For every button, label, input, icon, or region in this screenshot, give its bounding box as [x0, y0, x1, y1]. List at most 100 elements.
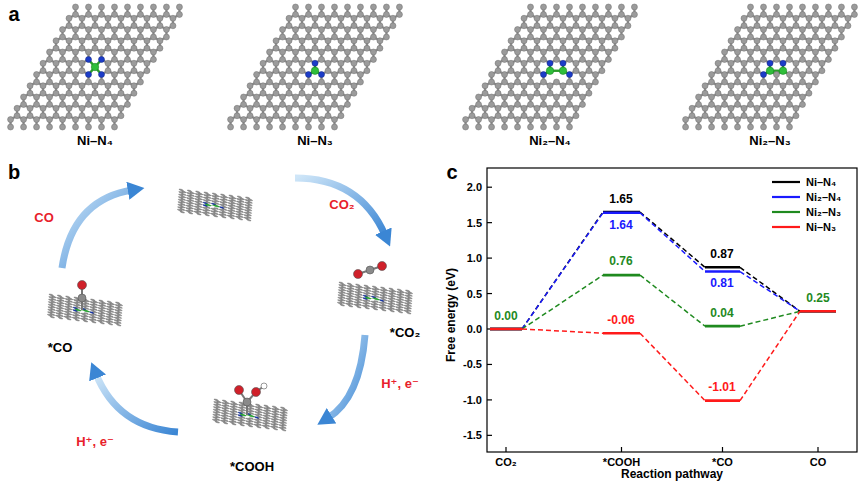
carbon-atom: [73, 12, 79, 18]
carbon-atom: [521, 105, 527, 111]
carbon-atom: [170, 15, 176, 21]
carbon-atom: [331, 49, 337, 55]
carbon-atom: [612, 38, 618, 44]
carbon-atom: [528, 27, 534, 33]
carbon-atom: [508, 60, 514, 66]
carbon-atom: [502, 124, 508, 130]
carbon-atom: [748, 94, 754, 100]
carbon-atom: [502, 49, 508, 55]
carbon-atom: [47, 124, 53, 130]
carbon-atom: [728, 45, 734, 51]
carbon-atom: [780, 90, 786, 96]
carbon-atom: [92, 15, 98, 21]
carbon-atom: [34, 124, 40, 130]
carbon-atom: [528, 117, 534, 123]
carbon-atom: [73, 124, 79, 130]
carbon-atom: [566, 124, 572, 130]
carbon-atom: [761, 27, 767, 33]
carbon-atom: [241, 124, 247, 130]
carbon-atom: [838, 34, 844, 40]
carbon-atom: [377, 45, 383, 51]
carbon-atom: [825, 12, 831, 18]
carbon-atom: [528, 124, 534, 130]
carbon-atom: [553, 57, 559, 63]
carbon-atom: [502, 57, 508, 63]
nitrogen-atom: [761, 72, 767, 78]
carbon-atom: [560, 23, 566, 29]
carbon-atom: [73, 79, 79, 85]
carbon-atom: [773, 102, 779, 108]
carbon-atom: [351, 83, 357, 89]
carbon-atom: [825, 49, 831, 55]
carbon-atom: [586, 45, 592, 51]
carbon-atom: [735, 49, 741, 55]
carbon-atom: [592, 57, 598, 63]
carbon-atom: [60, 72, 66, 78]
carbon-atom: [344, 49, 350, 55]
carbon-atom: [86, 34, 92, 40]
carbon-atom: [573, 83, 579, 89]
carbon-atom: [541, 4, 547, 10]
carbon-atom: [592, 27, 598, 33]
carbon-atom: [722, 117, 728, 123]
carbon-atom: [819, 68, 825, 74]
carbon-atom: [786, 12, 792, 18]
carbon-atom: [489, 124, 495, 130]
graphene-sheet: [683, 4, 858, 130]
carbon-atom: [306, 102, 312, 108]
nitrogen-atom: [541, 72, 547, 78]
carbon-atom: [21, 102, 27, 108]
carbon-atom: [86, 124, 92, 130]
carbon-atom: [338, 15, 344, 21]
carbon-atom: [754, 45, 760, 51]
carbon-atom: [806, 23, 812, 29]
carbon-atom: [137, 79, 143, 85]
carbon-atom: [586, 38, 592, 44]
carbon-atom: [73, 27, 79, 33]
carbon-atom: [793, 23, 799, 29]
carbon-atom: [586, 15, 592, 21]
carbon-atom: [592, 79, 598, 85]
carbon-atom: [786, 72, 792, 78]
carbon-atom: [502, 79, 508, 85]
carbon-atom: [566, 79, 572, 85]
carbon-atom: [40, 113, 46, 119]
carbon-atom: [344, 34, 350, 40]
carbon-atom: [299, 68, 305, 74]
carbon-atom: [79, 105, 85, 111]
carbon-atom: [599, 23, 605, 29]
carbon-atom: [825, 34, 831, 40]
carbon-atom: [286, 83, 292, 89]
carbon-atom: [92, 113, 98, 119]
carbon-atom: [806, 45, 812, 51]
carbon-atom: [482, 113, 488, 119]
carbon-atom: [47, 94, 53, 100]
carbon-atom: [735, 34, 741, 40]
carbon-atom: [157, 38, 163, 44]
carbon-atom: [838, 12, 844, 18]
carbon-atom: [812, 72, 818, 78]
carbon-atom: [280, 49, 286, 55]
carbon-atom: [21, 94, 27, 100]
carbon-atom: [592, 4, 598, 10]
carbon-atom: [318, 79, 324, 85]
carbon-atom: [819, 45, 825, 51]
carbon-atom: [825, 4, 831, 10]
carbon-atom: [560, 38, 566, 44]
carbon-atom: [79, 68, 85, 74]
carbon-atom: [390, 15, 396, 21]
carbon-atom: [14, 105, 20, 111]
carbon-atom: [715, 83, 721, 89]
carbon-atom: [118, 38, 124, 44]
carbon-atom: [793, 90, 799, 96]
carbon-atom: [786, 34, 792, 40]
carbon-atom: [53, 83, 59, 89]
carbon-atom: [86, 94, 92, 100]
carbon-atom: [53, 45, 59, 51]
carbon-atom: [728, 68, 734, 74]
graphene-sheet: [145, 185, 285, 225]
carbon-atom: [306, 12, 312, 18]
carbon-atom: [34, 94, 40, 100]
carbon-atom: [748, 4, 754, 10]
carbon-atom: [599, 15, 605, 21]
